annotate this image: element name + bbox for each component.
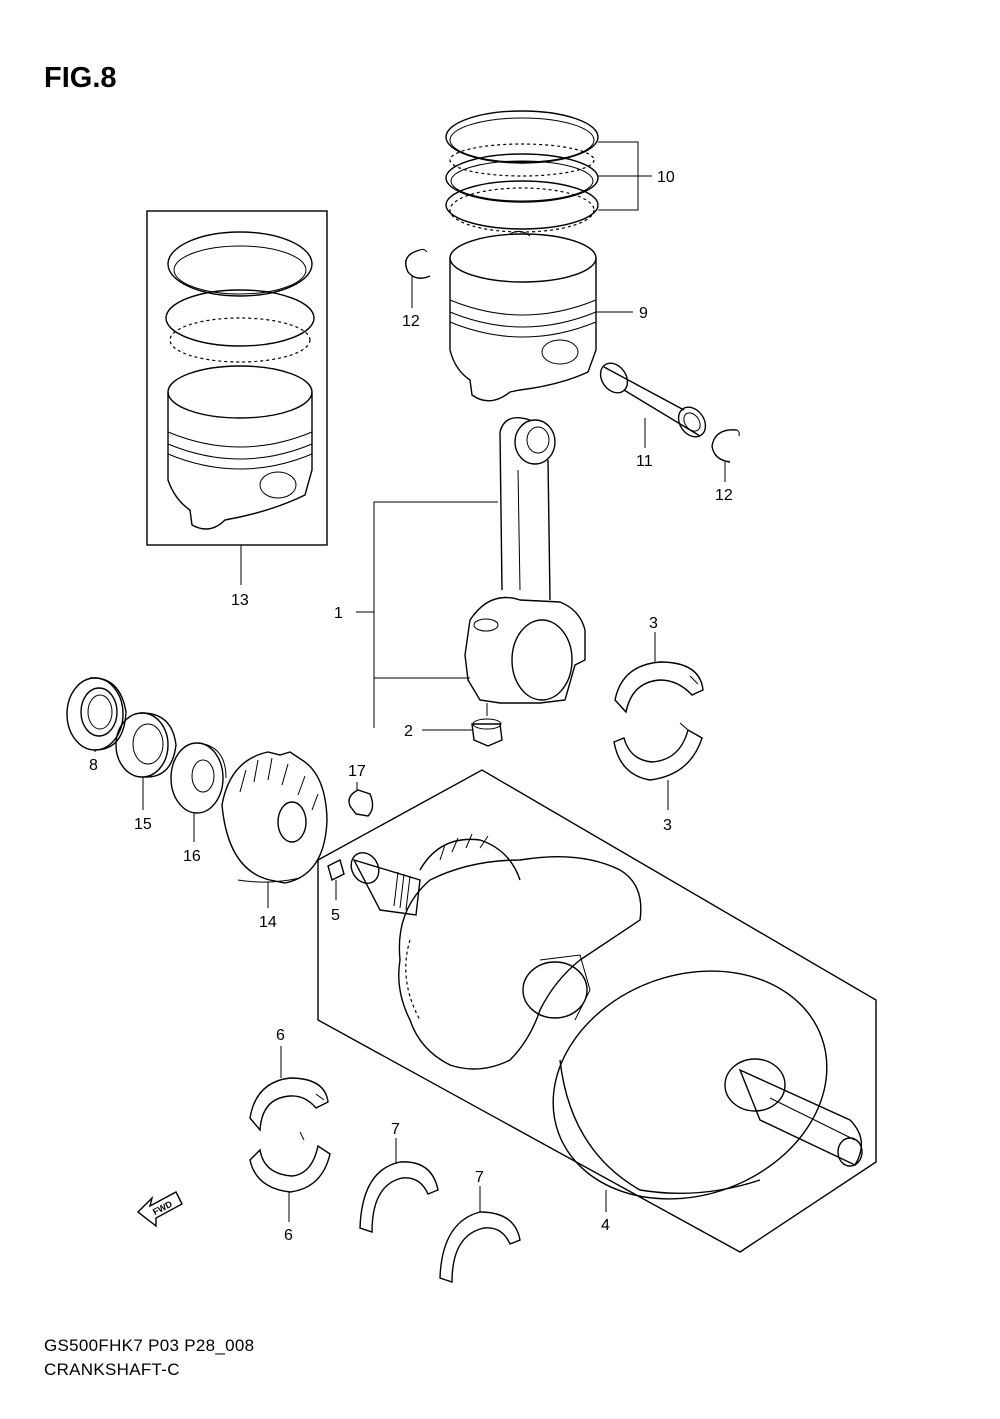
main-bearing-upper-drawing[interactable] [249, 1077, 329, 1132]
callout-9[interactable]: 9 [639, 305, 648, 322]
figure-name: CRANKSHAFT-C [44, 1360, 180, 1379]
callout-3-upper[interactable]: 3 [649, 615, 658, 632]
callout-6-lower[interactable]: 6 [284, 1227, 293, 1244]
callout-5[interactable]: 5 [331, 907, 340, 924]
callout-14[interactable]: 14 [259, 914, 277, 931]
leader-1 [356, 501, 498, 728]
callout-1[interactable]: 1 [334, 605, 343, 622]
oil-seal-drawing[interactable] [66, 677, 127, 751]
circlip-drawing-upper[interactable] [405, 248, 431, 279]
oil-seal-small-drawing[interactable] [115, 712, 177, 778]
callout-2[interactable]: 2 [404, 723, 413, 740]
callout-10[interactable]: 10 [657, 169, 675, 186]
callout-13[interactable]: 13 [231, 592, 249, 609]
figure-code: GS500FHK7 P03 P28_008 [44, 1336, 255, 1355]
leader-10 [598, 141, 652, 211]
crankshaft-drawing[interactable] [346, 833, 863, 1236]
callout-7-upper[interactable]: 7 [391, 1121, 400, 1138]
crankshaft-box [317, 769, 877, 1253]
callout-7-lower[interactable]: 7 [475, 1169, 484, 1186]
thrust-washer-upper-drawing[interactable] [359, 1161, 439, 1233]
callout-8[interactable]: 8 [89, 757, 98, 774]
callout-6-upper[interactable]: 6 [276, 1027, 285, 1044]
rod-nut-drawing[interactable] [471, 703, 503, 747]
callout-16[interactable]: 16 [183, 848, 201, 865]
washer-drawing[interactable] [170, 742, 227, 814]
main-bearing-lower-drawing[interactable] [249, 1131, 331, 1193]
figure-title: FIG.8 [44, 62, 117, 94]
circlip-drawing-lower[interactable] [711, 429, 740, 463]
callout-17[interactable]: 17 [348, 763, 366, 780]
callout-4[interactable]: 4 [601, 1217, 610, 1234]
key-drawing[interactable] [348, 789, 374, 817]
conrod-bearing-lower-drawing[interactable] [613, 722, 703, 781]
piston-assembly-box [146, 210, 328, 546]
drive-gear-drawing[interactable] [221, 751, 328, 884]
thrust-washer-lower-drawing[interactable] [439, 1211, 521, 1283]
piston-rings-drawing[interactable] [445, 110, 599, 233]
callout-11[interactable]: 11 [636, 453, 653, 470]
callout-12-upper[interactable]: 12 [402, 313, 420, 330]
conrod-bearing-upper-drawing[interactable] [614, 661, 704, 714]
callout-15[interactable]: 15 [134, 816, 152, 833]
connecting-rod-drawing[interactable] [464, 417, 586, 704]
callout-12-lower[interactable]: 12 [715, 487, 733, 504]
crank-key-drawing[interactable] [327, 858, 345, 882]
piston-pin-drawing[interactable] [595, 358, 711, 442]
piston-assembly-drawing[interactable] [165, 231, 315, 530]
piston-drawing[interactable] [449, 230, 597, 402]
callout-3-lower[interactable]: 3 [663, 817, 672, 834]
fwd-arrow: FWD [136, 1191, 183, 1228]
